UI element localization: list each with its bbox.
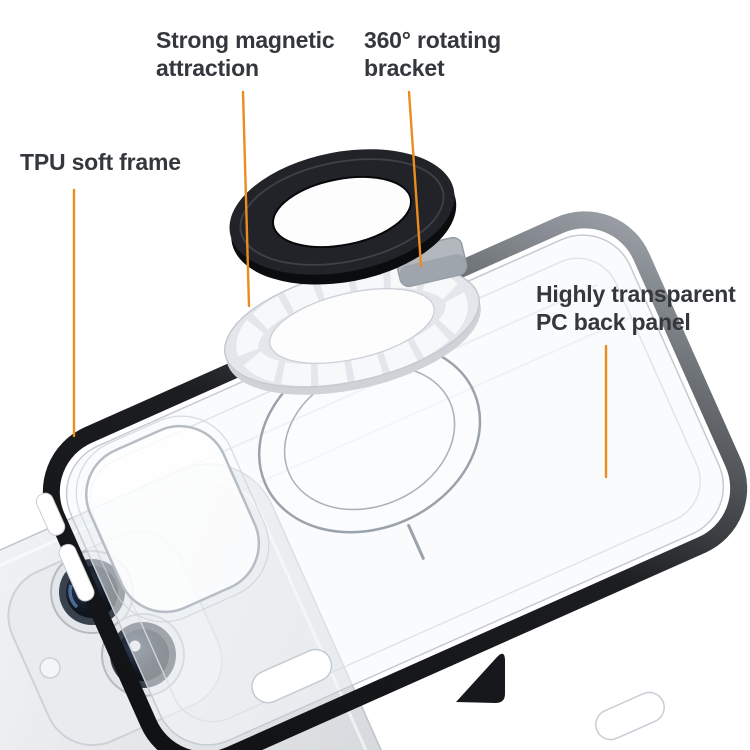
rotating-bracket-ring	[229, 149, 457, 285]
connector-lines	[72, 90, 608, 479]
camera-lenses	[39, 549, 186, 698]
camera-flash	[39, 657, 61, 679]
camera-cutout	[85, 424, 261, 614]
label-360-rotating-bracket: 360° rotating bracket	[364, 27, 501, 82]
connector-rotating	[407, 90, 423, 268]
port-cutout	[595, 691, 665, 741]
camera-cutout-echo	[75, 415, 270, 623]
magnetic-ring	[223, 264, 481, 395]
button-cutout-2	[58, 543, 95, 602]
label-highly-transparent-pc-back-panel: Highly transparent PC back panel	[536, 281, 736, 336]
kickstand-tab	[456, 653, 505, 703]
label-tpu-soft-frame: TPU soft frame	[20, 149, 181, 175]
connector-magnetic	[241, 90, 251, 308]
label-strong-magnetic-attraction: Strong magnetic attraction	[156, 27, 335, 82]
button-cutout-1	[35, 492, 66, 536]
panel-slot	[251, 648, 333, 704]
